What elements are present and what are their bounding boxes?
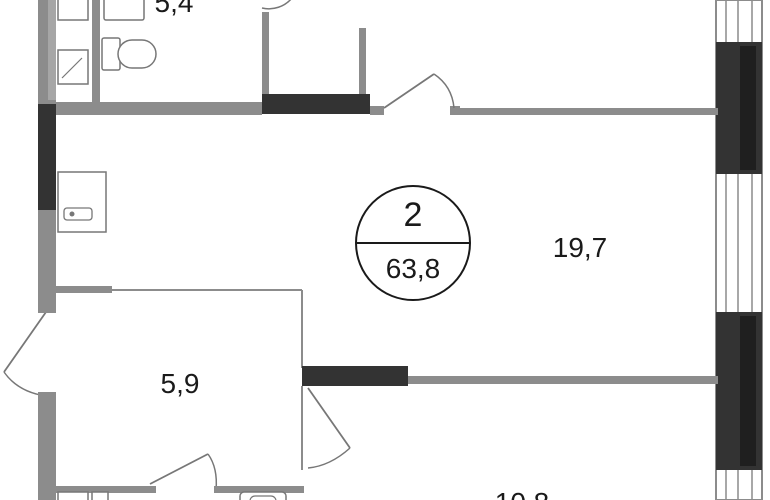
bottom-wall-left <box>56 486 156 493</box>
niche-left-wall <box>262 12 269 102</box>
bottom-cabinet <box>57 491 89 500</box>
bottom-appliance <box>91 491 109 500</box>
sink-cabinet <box>57 171 107 233</box>
left-wall-inner-line <box>48 0 56 100</box>
door-jamb <box>450 106 460 115</box>
bottom-washbasin-inner <box>249 495 277 500</box>
bathroom-top: 5,4 <box>56 0 292 110</box>
door-swing-arc <box>261 0 292 10</box>
room-area-living: 19,7 <box>553 232 608 263</box>
hall-room: 5,9 <box>3 286 303 400</box>
door-swing-arc <box>433 73 455 109</box>
bottom-wall-right <box>214 486 304 493</box>
facade-pier-inset <box>740 316 756 466</box>
left-wall-dark-segment <box>38 104 56 210</box>
niche-bottom-dark <box>262 94 370 114</box>
room-area-bedroom-bottom: 10,8 <box>495 487 550 500</box>
boiler-diagonal <box>61 57 83 79</box>
door-leaf <box>383 73 435 109</box>
apartment-rooms-count: 2 <box>404 196 423 234</box>
toilet-icon <box>101 37 157 71</box>
living-top-wall-right <box>456 108 718 115</box>
left-wall <box>38 0 56 500</box>
bedroom-door-leaf <box>307 387 351 449</box>
door-jamb <box>370 106 384 115</box>
left-wall-lower <box>38 398 56 500</box>
bedroom-door-swing <box>307 447 351 469</box>
room-area-hall: 5,9 <box>161 368 200 399</box>
sink-bowl <box>63 207 93 221</box>
apartment-badge: 2 63,8 <box>355 185 471 301</box>
niche-walls <box>262 12 370 114</box>
bedroom-wall-dark <box>302 366 408 386</box>
bedroom-wall-grey <box>408 376 718 384</box>
kitchen-sink <box>57 171 107 233</box>
bathroom-partition <box>92 0 100 108</box>
facade-pier-inset <box>740 46 756 170</box>
bottom-door-swing <box>207 453 218 491</box>
bedroom-top-wall <box>301 366 718 470</box>
bottom-door-leaf <box>149 453 209 485</box>
entrance-door-leaf <box>3 311 47 373</box>
bathroom-bottom-wall <box>56 102 262 110</box>
bottom-fixtures: 10,8 <box>56 453 550 500</box>
entrance-door-jamb <box>38 305 56 313</box>
living-top-wall-left <box>56 108 262 115</box>
apartment-total-area: 63,8 <box>386 253 441 284</box>
hall-top-wall <box>56 286 112 293</box>
right-facade <box>715 0 763 500</box>
living-top-wall <box>56 73 718 115</box>
niche-right-wall <box>359 28 366 104</box>
sink-tap <box>69 211 75 217</box>
washbasin <box>103 0 145 21</box>
cabinet <box>57 0 89 21</box>
entrance-door-jamb <box>38 392 56 400</box>
room-area-bathroom-top: 5,4 <box>155 0 194 18</box>
